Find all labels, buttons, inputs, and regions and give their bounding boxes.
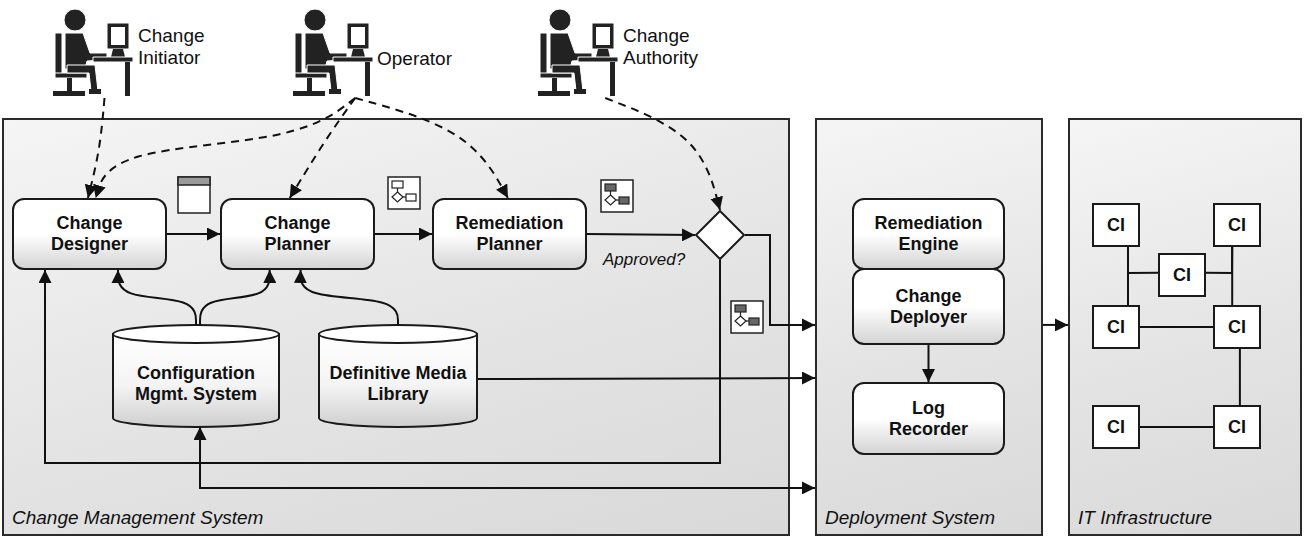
document-icon-bar bbox=[178, 177, 210, 185]
diamond-outline bbox=[695, 210, 745, 260]
node-label: Change Deployer bbox=[868, 286, 989, 327]
dashed-arrow bbox=[605, 98, 720, 210]
link-line bbox=[1128, 247, 1158, 273]
config-item-box: CI bbox=[1213, 305, 1261, 349]
flow-arrow bbox=[1043, 324, 1068, 326]
node-label: CI bbox=[1107, 417, 1125, 438]
person-icon bbox=[293, 9, 373, 96]
node-label: CI bbox=[1107, 215, 1125, 236]
system-band: IT Infrastructure CI CI CI CI CI CI CI bbox=[1068, 118, 1302, 536]
node-label: Change Authority bbox=[623, 25, 705, 69]
system-name: Change Management System bbox=[12, 507, 263, 529]
flow-arrow bbox=[587, 234, 695, 235]
link-line bbox=[1127, 247, 1129, 305]
decision-label: Approved? bbox=[603, 250, 685, 270]
node-label: CI bbox=[1228, 317, 1246, 338]
dashed-arrow bbox=[290, 98, 355, 198]
node-label: Change Planner bbox=[236, 213, 359, 254]
node-label: CI bbox=[1228, 417, 1246, 438]
node-label: Remediation Engine bbox=[868, 213, 989, 254]
link-line bbox=[1231, 247, 1233, 305]
flow-arrow bbox=[167, 233, 220, 235]
node-label: CI bbox=[1173, 265, 1191, 286]
actor: Operator bbox=[285, 3, 465, 98]
config-item-box: CI bbox=[1213, 203, 1261, 247]
link-line bbox=[1239, 349, 1241, 405]
node-label: Configuration Mgmt. System bbox=[112, 363, 280, 404]
flow-arrow bbox=[200, 427, 815, 488]
link-line bbox=[1206, 247, 1232, 273]
node-label: CI bbox=[1228, 215, 1246, 236]
person-icon bbox=[538, 9, 618, 96]
node-label: Log Recorder bbox=[882, 398, 975, 439]
flow-arrow bbox=[200, 270, 270, 325]
flow-arrow bbox=[745, 235, 815, 325]
flow-arrow bbox=[375, 233, 432, 235]
flow-arrow bbox=[478, 378, 815, 379]
person-icon bbox=[53, 9, 133, 96]
plan-icon bbox=[601, 180, 633, 212]
actor: Change Authority bbox=[530, 3, 705, 98]
process-box: Remediation Planner bbox=[432, 198, 587, 270]
system-band: Deployment System Remediation EngineChang… bbox=[815, 118, 1043, 536]
plan-icon bbox=[731, 301, 763, 333]
actor: Change Initiator bbox=[45, 3, 220, 98]
link-line bbox=[1140, 326, 1213, 328]
flow-arrow bbox=[928, 345, 930, 382]
process-box: Change Planner bbox=[220, 198, 375, 270]
dashed-arrow bbox=[88, 98, 105, 198]
flow-arrow bbox=[118, 270, 196, 325]
node-label: Change Designer bbox=[28, 213, 151, 254]
node-label: Definitive Media Library bbox=[318, 363, 478, 404]
system-name: IT Infrastructure bbox=[1078, 507, 1212, 529]
config-item-box: CI bbox=[1092, 203, 1140, 247]
plan-icon bbox=[388, 177, 420, 209]
flow-arrow bbox=[45, 260, 720, 463]
process-box: Change Designer bbox=[12, 198, 167, 270]
node-label: CI bbox=[1107, 317, 1125, 338]
config-item-box: CI bbox=[1092, 305, 1140, 349]
diamond-shape bbox=[696, 211, 744, 259]
process-box: Log Recorder bbox=[852, 382, 1005, 455]
dashed-arrow bbox=[96, 98, 356, 198]
process-box: Remediation Engine bbox=[852, 198, 1005, 270]
process-box: Change Deployer bbox=[852, 268, 1005, 345]
cylinder-body bbox=[319, 334, 477, 427]
decision-diamond: Approved? bbox=[695, 210, 745, 260]
system-name: Deployment System bbox=[825, 507, 995, 529]
node-label: Operator bbox=[377, 48, 462, 70]
node-label: Change Initiator bbox=[138, 25, 218, 69]
cylinder-body bbox=[113, 334, 279, 427]
data-store: Configuration Mgmt. System bbox=[112, 325, 280, 427]
data-store: Definitive Media Library bbox=[318, 325, 478, 427]
config-item-box: CI bbox=[1213, 405, 1261, 449]
config-item-box: CI bbox=[1158, 253, 1206, 297]
document-icon bbox=[178, 177, 210, 213]
config-item-box: CI bbox=[1092, 405, 1140, 449]
system-band: Change Management SystemChange DesignerC… bbox=[2, 118, 790, 536]
link-line bbox=[1140, 426, 1213, 428]
cylinder-top bbox=[319, 325, 477, 343]
node-label: Remediation Planner bbox=[448, 213, 571, 254]
flow-arrow bbox=[300, 270, 398, 325]
cylinder-top bbox=[113, 325, 279, 343]
dashed-arrow bbox=[355, 98, 508, 198]
